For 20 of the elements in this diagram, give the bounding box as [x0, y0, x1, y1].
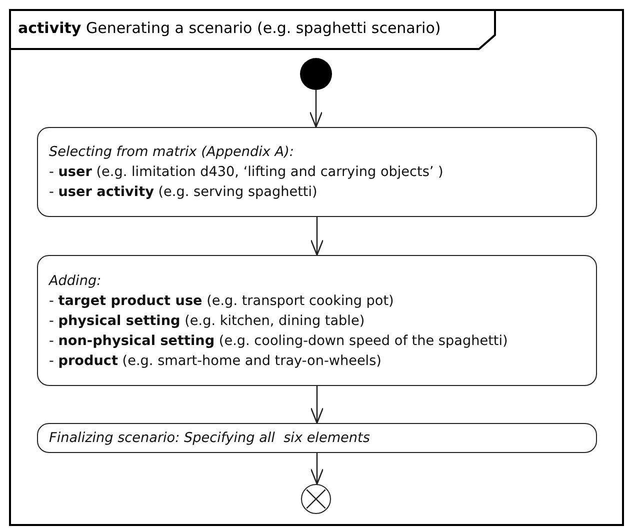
initial-node [300, 58, 332, 90]
final-node [301, 484, 331, 514]
arrow [309, 90, 323, 128]
action-text: - product (e.g. smart-home and tray-on-wheels) [49, 352, 382, 370]
activity-frame [9, 9, 624, 526]
action-box [37, 423, 597, 453]
arrow [310, 386, 324, 424]
action-text: - physical setting (e.g. kitchen, dining table) [49, 312, 365, 330]
action-text: Finalizing scenario: Specifying all six elements [49, 429, 370, 447]
action-box [37, 255, 597, 386]
action-text: - target product use (e.g. transport cooking pot) [49, 292, 394, 310]
action-text: - user activity (e.g. serving spaghetti) [49, 183, 318, 201]
action-text: - non-physical setting (e.g. cooling-down speed of the spaghetti) [49, 332, 508, 350]
arrow [310, 217, 324, 256]
action-text: Adding: [49, 272, 102, 290]
arrow [310, 453, 324, 485]
action-text: Selecting from matrix (Appendix A): [49, 143, 294, 161]
action-text: - user (e.g. limitation d430, ‘lifting and carrying objects’ ) [49, 163, 444, 181]
action-box [37, 127, 597, 217]
frame-heading: activity Generating a scenario (e.g. spaghetti scenario) [18, 19, 441, 37]
